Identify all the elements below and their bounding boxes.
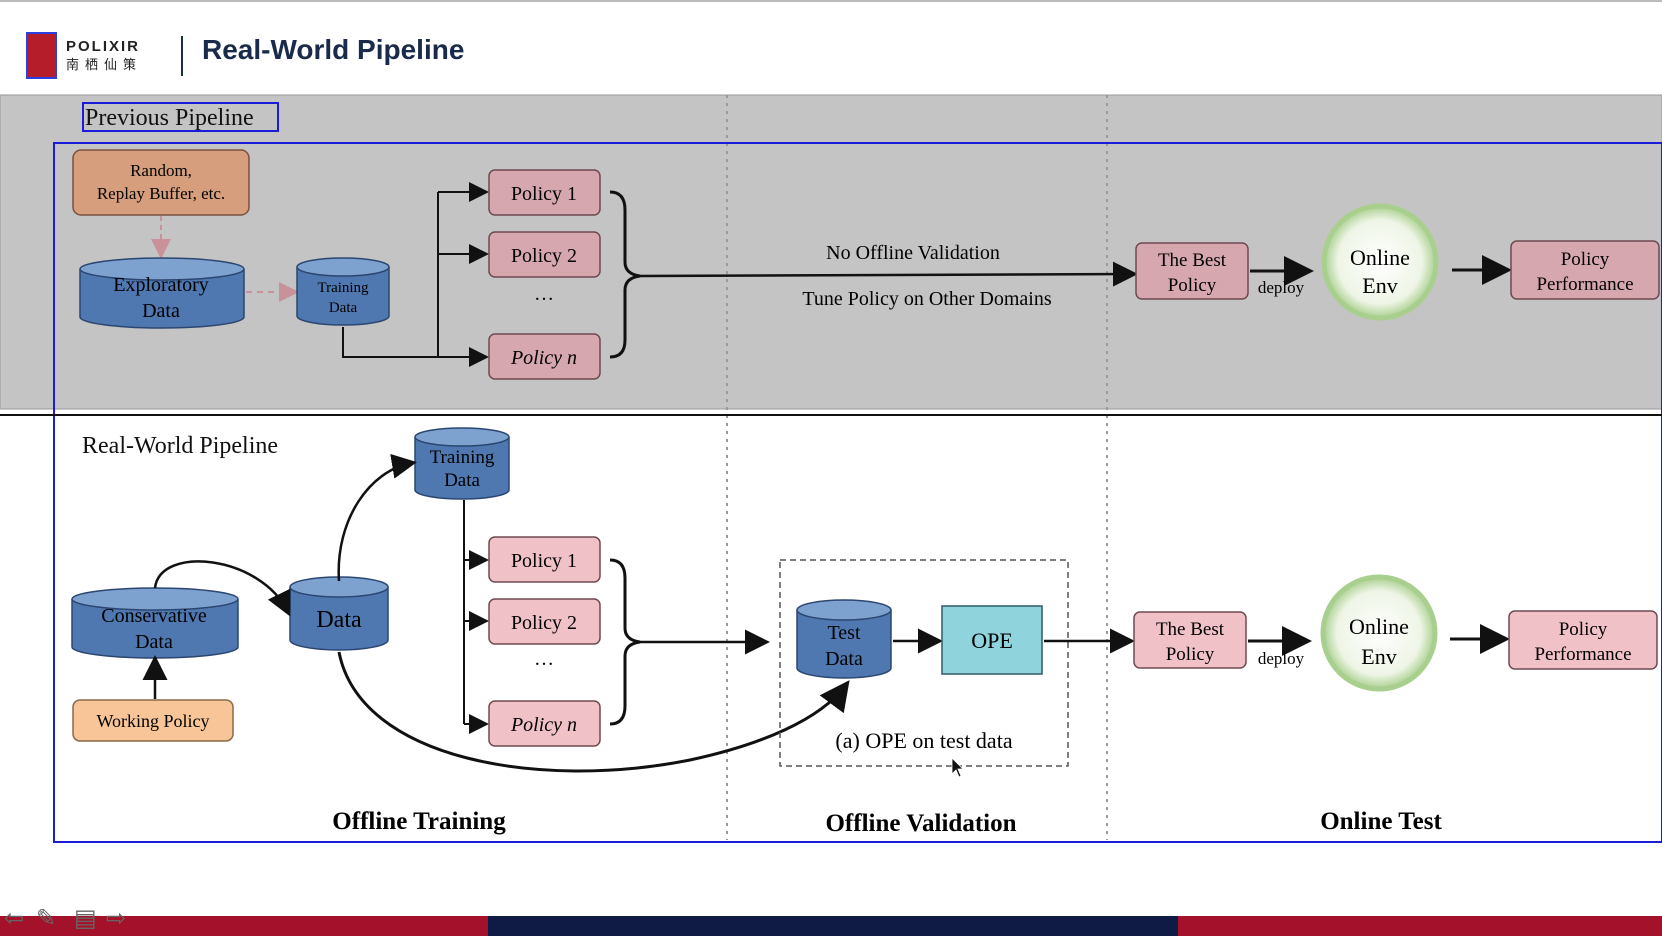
training-prev-line2: Data	[329, 300, 358, 316]
exploratory-data-cylinder	[79, 257, 245, 329]
policy-ellipsis-prev: …	[534, 283, 554, 305]
ope-label: OPE	[971, 628, 1013, 653]
performance-real-line2: Performance	[1534, 644, 1631, 665]
policy-2-box-real	[488, 598, 601, 645]
conservative-line2: Data	[135, 631, 173, 653]
training-prev-line1: Training	[317, 280, 369, 296]
menu-icon[interactable]: ▤	[74, 904, 97, 932]
online-env-prev-line2: Env	[1362, 273, 1397, 298]
selection-box-label	[82, 102, 279, 132]
policy-1-box-real	[488, 536, 601, 583]
policy-1-prev: Policy 1	[511, 183, 577, 205]
deploy-label-real: deploy	[1258, 649, 1305, 668]
globe-icon-real	[1320, 574, 1438, 692]
next-slide-icon[interactable]: ⇨	[106, 904, 127, 932]
brace-real	[609, 558, 641, 726]
conservative-to-data-arrow	[153, 560, 291, 617]
globe-icon-prev	[1321, 203, 1439, 321]
best-policy-box-real	[1133, 611, 1247, 669]
training-data-cylinder-prev	[296, 257, 390, 326]
performance-prev-line1: Policy	[1561, 249, 1610, 270]
training-branch-base	[342, 327, 438, 358]
test-data-line2: Data	[825, 648, 863, 670]
random-replay-box	[72, 149, 250, 216]
selection-box-diagram	[53, 142, 1662, 843]
deploy-label-prev: deploy	[1258, 278, 1305, 297]
policy-2-prev: Policy 2	[511, 245, 577, 267]
policy-n-real: Policy n	[510, 714, 577, 736]
online-env-prev-line1: Online	[1350, 245, 1410, 270]
training-data-cylinder-real	[414, 427, 510, 500]
ope-dashed-box	[779, 559, 1069, 767]
mouse-cursor-icon	[951, 757, 964, 778]
footer-bar-center	[488, 916, 1178, 936]
data-to-test-arrow	[337, 651, 850, 773]
policy-n-box-real	[488, 700, 601, 747]
online-env-real-line2: Env	[1361, 644, 1396, 669]
best-policy-real-line1: The Best	[1156, 619, 1225, 640]
stage-offline-validation: Offline Validation	[825, 810, 1016, 837]
policy-n-box-prev	[488, 333, 601, 380]
conservative-line1: Conservative	[101, 605, 207, 627]
random-box-line1: Random,	[130, 161, 192, 180]
logo-text-cn: 南栖仙策	[66, 58, 143, 73]
best-policy-prev-line1: The Best	[1158, 250, 1227, 271]
header-divider	[181, 36, 183, 76]
performance-box-real	[1508, 610, 1658, 670]
data-to-training-arrow	[337, 453, 417, 582]
performance-box-prev	[1510, 240, 1660, 300]
test-data-cylinder	[796, 599, 892, 679]
best-policy-box-prev	[1135, 242, 1249, 300]
exploratory-line1: Exploratory	[113, 274, 209, 296]
prev-slide-icon[interactable]: ⇦	[4, 904, 25, 932]
ope-caption: (a) OPE on test data	[835, 728, 1012, 753]
exploratory-line2: Data	[142, 300, 180, 322]
performance-prev-line2: Performance	[1536, 274, 1633, 295]
ope-box	[941, 605, 1043, 675]
test-data-line1: Test	[827, 622, 860, 644]
best-policy-real-line2: Policy	[1166, 644, 1215, 665]
policy-2-real: Policy 2	[511, 612, 577, 634]
stage-offline-training: Offline Training	[332, 808, 506, 835]
pen-icon[interactable]: ✎	[36, 904, 57, 932]
online-env-real-line1: Online	[1349, 614, 1409, 639]
policy-1-real: Policy 1	[511, 550, 577, 572]
tune-policy-text: Tune Policy on Other Domains	[802, 288, 1051, 310]
conservative-data-cylinder	[71, 587, 239, 659]
no-offline-validation-text: No Offline Validation	[826, 242, 1000, 264]
training-real-line1: Training	[430, 447, 495, 468]
policy-1-box-prev	[488, 169, 601, 216]
working-policy-label: Working Policy	[96, 711, 209, 731]
policy-ellipsis-real: …	[534, 648, 554, 670]
best-policy-prev-line2: Policy	[1168, 275, 1217, 296]
policy-2-box-prev	[488, 231, 601, 278]
real-world-pipeline-label: Real-World Pipeline	[82, 433, 278, 459]
data-label: Data	[316, 607, 362, 633]
working-policy-box	[72, 699, 234, 742]
polixir-logo-icon	[26, 32, 57, 79]
random-box-line2: Replay Buffer, etc.	[97, 184, 225, 203]
policy-n-prev: Policy n	[510, 347, 577, 369]
previous-panel-border	[0, 94, 1662, 410]
stage-online-test: Online Test	[1320, 808, 1442, 835]
training-real-line2: Data	[444, 470, 480, 491]
performance-real-line1: Policy	[1559, 619, 1608, 640]
slide-title: Real-World Pipeline	[202, 34, 465, 65]
previous-pipeline-label: Previous Pipeline	[85, 105, 254, 131]
no-validation-arrow	[639, 261, 1138, 287]
logo-text-en: POLIXIR	[66, 38, 141, 55]
